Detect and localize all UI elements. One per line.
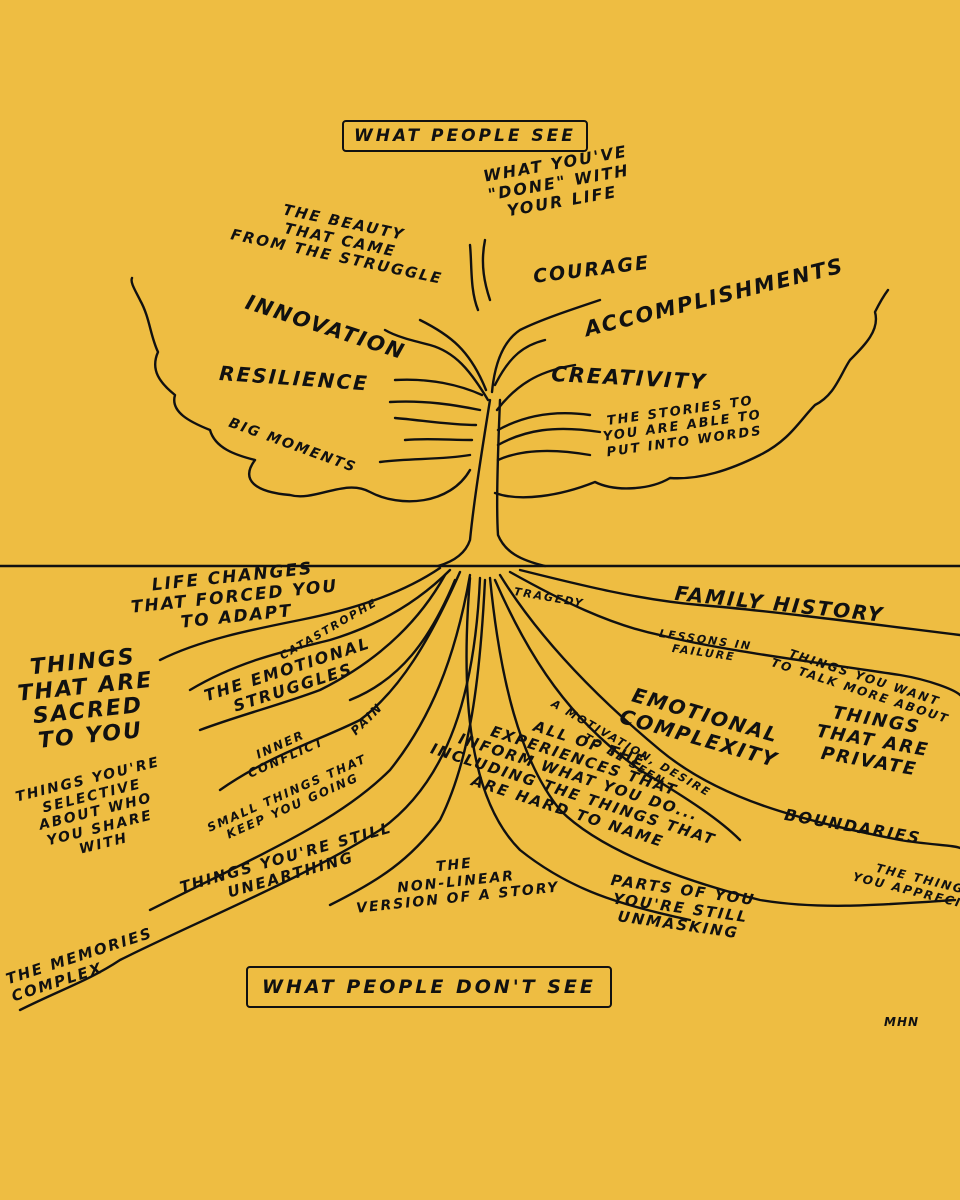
root xyxy=(498,573,960,850)
tree-trunk-left xyxy=(436,398,492,568)
root xyxy=(158,566,442,662)
what-people-dont-see-heading: WHAT PEOPLE DON'T SEE xyxy=(246,966,612,1009)
root xyxy=(493,578,742,842)
branch xyxy=(495,363,577,412)
branch xyxy=(496,412,592,432)
artist-signature: MHN xyxy=(884,1015,920,1029)
branch xyxy=(490,298,602,394)
branch xyxy=(403,437,474,442)
root xyxy=(18,576,482,1012)
what-people-see-heading: WHAT PEOPLE SEE xyxy=(342,120,588,153)
branch xyxy=(378,453,472,464)
branch xyxy=(496,449,592,462)
root xyxy=(148,573,472,912)
tree-canopy-right xyxy=(493,288,890,499)
root xyxy=(348,578,457,702)
branch xyxy=(496,427,602,447)
branch xyxy=(418,318,488,392)
root xyxy=(518,568,960,637)
branch xyxy=(393,416,478,427)
root xyxy=(328,578,487,907)
branch xyxy=(383,328,490,402)
root xyxy=(508,570,960,697)
root xyxy=(465,576,692,922)
branch xyxy=(468,243,480,312)
root xyxy=(218,570,462,792)
branch xyxy=(481,238,492,302)
root xyxy=(198,573,447,732)
branch xyxy=(388,400,482,412)
tree-canopy-left xyxy=(130,276,472,503)
label-sacred-to-you: THINGS THAT ARE SACRED TO YOU xyxy=(16,644,155,754)
branch xyxy=(393,378,484,397)
root xyxy=(488,576,957,907)
tree-trunk-right xyxy=(495,398,547,568)
branch xyxy=(493,338,547,387)
root xyxy=(188,568,452,692)
